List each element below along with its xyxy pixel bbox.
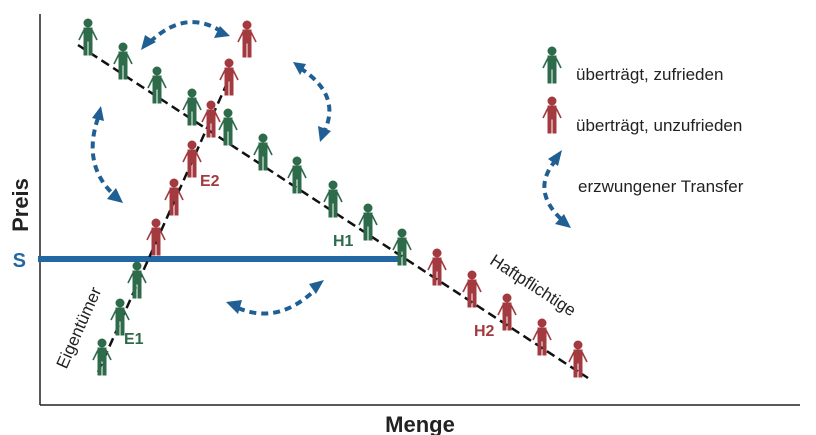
y-axis-label: Preis bbox=[8, 178, 33, 232]
person-satisfied-icon bbox=[147, 66, 167, 104]
arrowhead bbox=[92, 106, 104, 121]
arrowhead bbox=[555, 214, 571, 228]
legend-satisfied-icon bbox=[542, 46, 562, 84]
point-label-e2: E2 bbox=[200, 173, 220, 190]
legend-forced-label: erzwungener Transfer bbox=[578, 177, 744, 196]
person-unsatisfied-icon bbox=[146, 218, 166, 256]
person-unsatisfied-icon bbox=[219, 58, 239, 96]
person-satisfied-icon bbox=[358, 203, 378, 241]
person-unsatisfied-icon bbox=[237, 20, 257, 58]
person-unsatisfied-icon bbox=[532, 318, 552, 356]
point-label-e1: E1 bbox=[124, 331, 144, 348]
x-axis-label: Menge bbox=[385, 412, 455, 435]
person-satisfied-icon bbox=[182, 88, 202, 126]
arrowhead bbox=[293, 62, 306, 75]
person-unsatisfied-icon bbox=[568, 340, 588, 378]
person-satisfied-icon bbox=[92, 338, 112, 376]
person-satisfied-icon bbox=[78, 18, 98, 56]
legend-unsatisfied-label: überträgt, unzufrieden bbox=[576, 116, 742, 135]
forced-transfer-arrow-left bbox=[90, 117, 116, 197]
supply-label: S bbox=[13, 250, 26, 272]
arrowhead bbox=[107, 188, 123, 203]
person-unsatisfied-icon bbox=[164, 178, 184, 216]
arrowhead bbox=[214, 26, 230, 38]
figures-satisfied bbox=[78, 18, 412, 376]
legend: überträgt, zufrieden überträgt, unzufrie… bbox=[542, 46, 744, 228]
legend-satisfied-label: überträgt, zufrieden bbox=[576, 65, 723, 84]
forced-transfer-arrow-bottom bbox=[237, 288, 317, 316]
person-satisfied-icon bbox=[113, 42, 133, 80]
arrowhead bbox=[309, 280, 324, 294]
person-satisfied-icon bbox=[110, 298, 130, 336]
person-satisfied-icon bbox=[287, 156, 307, 194]
arrowhead bbox=[141, 35, 156, 50]
point-label-h1: H1 bbox=[333, 233, 354, 250]
legend-forced-transfer-icon bbox=[542, 158, 564, 222]
figures-unsatisfied bbox=[146, 20, 588, 378]
legend-unsatisfied-icon bbox=[542, 96, 562, 134]
forced-transfer-arrow-right bbox=[298, 66, 332, 133]
person-satisfied-icon bbox=[323, 180, 343, 218]
person-satisfied-icon bbox=[127, 261, 147, 299]
point-label-h2: H2 bbox=[474, 323, 495, 340]
person-satisfied-icon bbox=[253, 133, 273, 171]
arrowhead bbox=[548, 150, 562, 166]
arrowhead bbox=[226, 300, 242, 314]
forced-transfer-arrow-top bbox=[148, 20, 224, 44]
arrowhead bbox=[318, 126, 331, 142]
